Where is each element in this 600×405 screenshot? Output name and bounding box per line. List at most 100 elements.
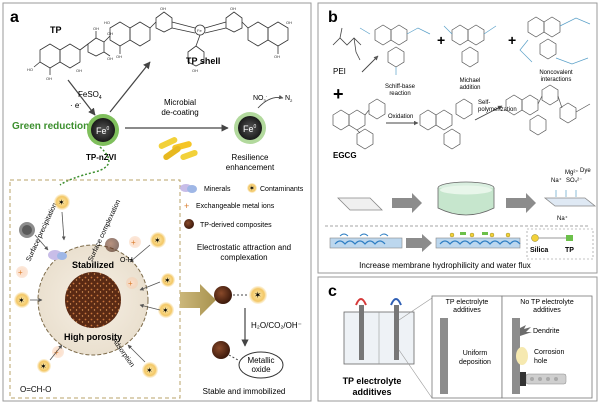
panel-b: b PEI + Schiff-base reaction + (317, 2, 598, 274)
tp-composite-core (65, 272, 121, 328)
na1-label: Na⁺ (551, 177, 562, 184)
svg-text:OH: OH (286, 20, 292, 25)
oxidation-label: Oxidation (388, 114, 413, 120)
metallic-line1: Metallic (247, 356, 274, 365)
terminal-red (355, 298, 367, 306)
composite-particle (214, 286, 232, 304)
noncovalent-line1: Noncovalent (539, 70, 573, 76)
membrane-after (435, 232, 521, 249)
tp-nzvi-label: TP-nZVI (86, 153, 116, 162)
uniform-line1: Uniform (463, 350, 488, 357)
egcg-label: EGCG (333, 151, 357, 160)
n2-label: N2 (285, 95, 293, 103)
schiff-line2: reaction (389, 91, 410, 97)
michael-line2: addition (459, 85, 480, 91)
high-porosity-label: High porosity (64, 332, 122, 342)
nitrate-arrow (257, 94, 284, 109)
composite-particle-2 (212, 341, 230, 359)
legend-box (526, 228, 594, 260)
contaminant-particle (249, 286, 267, 304)
panel-b-caption: Increase membrane hydrophilicity and wat… (359, 261, 531, 270)
pei-molecule (332, 27, 362, 61)
panel-b-frame (317, 2, 598, 274)
electron-label: · e- (70, 101, 81, 110)
selfpoly-line2: polymerization (478, 107, 517, 113)
michael-line1: Michael (460, 78, 481, 84)
with-line2: additives (453, 307, 481, 314)
legend: Minerals ✶ Contaminants + Exchangeable m… (180, 183, 304, 229)
svg-text:OH: OH (107, 56, 113, 61)
tp-nzvi-core (91, 118, 115, 142)
tp-legend-label: TP (565, 247, 574, 254)
svg-text:✶: ✶ (40, 362, 47, 371)
panel-a-frame (2, 2, 312, 402)
svg-text:✶: ✶ (58, 198, 65, 207)
membrane-sheet (337, 197, 383, 211)
coated-membrane (543, 197, 597, 207)
stable-label: Stable and immobilized (203, 387, 286, 396)
without-line1: No TP electrolyte (520, 299, 574, 306)
fe-core-label: Fe0 (96, 126, 110, 136)
svg-text:+: + (437, 32, 445, 48)
legend-composites: TP-derived composites (200, 222, 272, 229)
stabilized-label: Stabilized (72, 260, 114, 270)
svg-text:HO: HO (27, 67, 33, 72)
legend-contaminants: Contaminants (260, 186, 304, 193)
na2-label: Na⁺ (557, 215, 568, 222)
egcg-molecule (332, 98, 386, 150)
svg-text:OH: OH (116, 54, 122, 59)
schiff-structure (359, 24, 431, 75)
metallic-oxide-ellipse (238, 351, 284, 379)
svg-text:✶: ✶ (254, 290, 262, 300)
resilient-core (238, 116, 262, 140)
svg-text:+: + (18, 268, 23, 277)
tp-label: TP (50, 25, 62, 35)
svg-text:✶: ✶ (164, 276, 171, 285)
mechanism-box (9, 179, 181, 399)
with-line1: TP electrolyte (446, 299, 489, 306)
zoom-connector (59, 146, 110, 186)
microbial-line1: Microbial (164, 98, 196, 107)
coating-bath (437, 188, 495, 216)
dye-label: Dye (580, 168, 591, 174)
electrostatic-line2: complexation (220, 253, 267, 262)
contaminant-particles: ✶ ✶ + + ✶ ✶ ✶ + ✶ + ✶ (14, 194, 175, 378)
noncovalent-line2: interactions (541, 77, 572, 83)
electrostatic-line1: Electrostatic attraction and (197, 243, 291, 252)
svg-text:✶: ✶ (249, 185, 255, 193)
byproduct-icon (525, 373, 567, 385)
so4-label: SO₄²⁻ (566, 178, 582, 184)
mechanism-arrows (30, 211, 161, 363)
feso4-label: FeSO4 (78, 90, 102, 101)
oh-label: O-H (120, 257, 133, 264)
dendrite-icon (520, 325, 532, 336)
svg-text:OH: OH (160, 6, 166, 11)
corrosion-line1: Corrosion (534, 349, 564, 356)
microbial-line2: de-coating (161, 108, 198, 117)
tp-icon (566, 235, 573, 241)
tp-shell-label: TP shell (186, 56, 220, 66)
plus-sign: + (333, 84, 344, 104)
device-line2: additives (352, 387, 391, 397)
corrosion-hole-icon (516, 347, 528, 365)
svg-text:OH: OH (93, 26, 99, 31)
panel-b-label: b (328, 9, 338, 26)
svg-text:✶: ✶ (146, 366, 153, 375)
process-arrow-2 (506, 193, 536, 213)
svg-text:OH: OH (46, 76, 52, 81)
device-line1: TP electrolyte (343, 376, 402, 386)
process-arrow-1 (392, 193, 422, 213)
legend-minerals: Minerals (204, 186, 231, 193)
membrane-before (329, 233, 403, 249)
panel-a-label: a (10, 9, 19, 26)
formate-label: O=CH-O (20, 385, 51, 394)
selfpoly-line1: Self- (478, 100, 490, 106)
schiff-line1: Schiff-base (385, 84, 416, 90)
noncovalent-structure (519, 16, 591, 65)
silica-label: Silica (530, 247, 548, 254)
microbes-icon (158, 137, 198, 161)
svg-text:+: + (128, 279, 133, 288)
legend-ion-icon: + (184, 201, 189, 211)
no3-label: NO3- (253, 93, 268, 103)
reduction-arrow (67, 79, 96, 116)
